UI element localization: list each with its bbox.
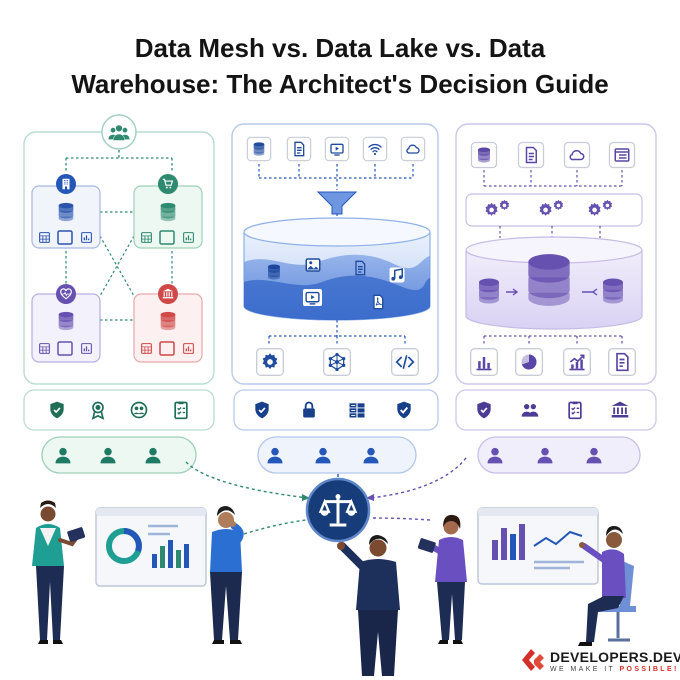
lake-panel [231, 123, 439, 385]
image-icon [305, 258, 321, 272]
warehouse-panel [455, 123, 657, 385]
funnel-icon [316, 191, 358, 215]
man-thinking [210, 506, 244, 644]
blank-tile-icon [159, 230, 175, 245]
man-pointing [337, 535, 400, 676]
data-lake-column [231, 123, 439, 474]
blank-tile-icon [57, 230, 73, 245]
building-icon [62, 178, 70, 190]
blank-tile-icon [159, 341, 175, 356]
mesh-users-bar [41, 436, 197, 474]
database-icon [160, 311, 176, 331]
mesh-domain-cart [133, 174, 203, 249]
server-rack-icon [348, 402, 366, 419]
lake-security-bar [233, 389, 439, 431]
mesh-domain-building [31, 174, 101, 249]
pdf-file-icon [373, 294, 384, 310]
mesh-top-badge [101, 114, 137, 150]
central-database-icon [528, 254, 570, 306]
decision-scale [305, 477, 371, 543]
woman-with-tablet-2 [417, 514, 467, 644]
mesh-connections [65, 211, 173, 321]
database-icon [479, 278, 499, 304]
tagline-accent: POSSIBLE! [619, 666, 679, 673]
woman-with-tablet [32, 500, 86, 644]
brand-logo: DEVELOPERS.DEV WE MAKE IT POSSIBLE! [516, 643, 680, 677]
database-icon [478, 147, 490, 163]
warehouse-cylinder [465, 236, 643, 330]
data-lake-cylinder [243, 217, 431, 321]
database-icon [268, 264, 280, 280]
title-line-2: Warehouse: The Architect's Decision Guid… [71, 69, 609, 99]
decision-arrows [185, 457, 467, 535]
man-seated-presenting [578, 526, 636, 646]
warehouse-governance-bar [455, 389, 657, 431]
page-title: Data Mesh vs. Data Lake vs. Data Warehou… [0, 30, 680, 102]
brand-tagline: WE MAKE IT POSSIBLE! [550, 666, 679, 673]
lake-users-bar [257, 436, 417, 474]
lake-sources [246, 136, 426, 162]
mesh-governance-bar [23, 389, 215, 431]
warehouse-users-bar [477, 436, 641, 474]
data-mesh-column [23, 114, 215, 474]
brand-name: DEVELOPERS.DEV [550, 649, 680, 665]
etl-bar [465, 193, 643, 227]
database-icon [58, 202, 74, 222]
data-warehouse-column [455, 123, 657, 474]
left-dashboard-board [95, 507, 207, 587]
right-dashboard-board [477, 507, 599, 585]
pie-chart-icon [521, 354, 537, 370]
developers-dev-logo-icon [522, 649, 544, 671]
database-icon [58, 311, 74, 331]
mesh-domain-bank [133, 284, 203, 363]
database-icon [253, 142, 265, 156]
tagline-main: WE MAKE IT [550, 666, 620, 673]
database-icon [160, 202, 176, 222]
mesh-domain-health [31, 284, 101, 363]
blank-tile-icon [57, 341, 73, 356]
title-line-1: Data Mesh vs. Data Lake vs. Data [134, 33, 546, 63]
music-note-icon [388, 266, 406, 284]
database-icon [603, 278, 623, 304]
